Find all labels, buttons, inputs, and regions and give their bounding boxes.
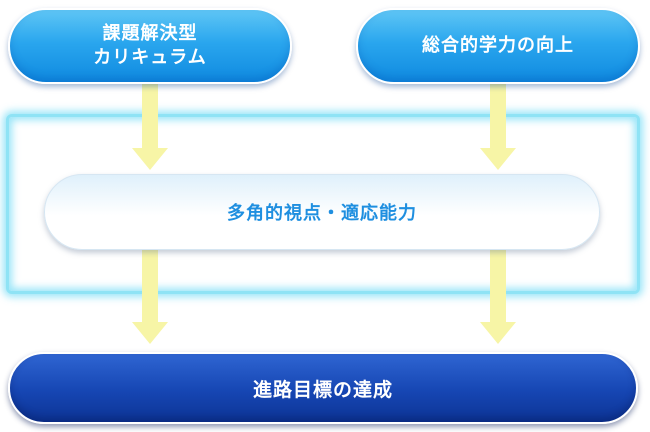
arrow-left-upper [132, 82, 168, 170]
node-perspective-label: 多角的視点・適応能力 [227, 203, 417, 224]
node-curriculum-line2: カリキュラム [93, 47, 207, 68]
node-curriculum: 課題解決型 カリキュラム [8, 8, 292, 84]
node-career-goal: 進路目標の達成 [8, 352, 638, 424]
node-perspective: 多角的視点・適応能力 [44, 174, 600, 250]
node-curriculum-line1: 課題解決型 [102, 23, 198, 44]
node-academic-ability: 総合的学力の向上 [356, 8, 640, 84]
arrow-left-lower [132, 248, 168, 344]
node-career-goal-label: 進路目標の達成 [252, 378, 393, 401]
arrow-right-upper [480, 82, 516, 170]
arrow-right-lower [480, 248, 516, 344]
node-academic-ability-label: 総合的学力の向上 [422, 35, 574, 56]
